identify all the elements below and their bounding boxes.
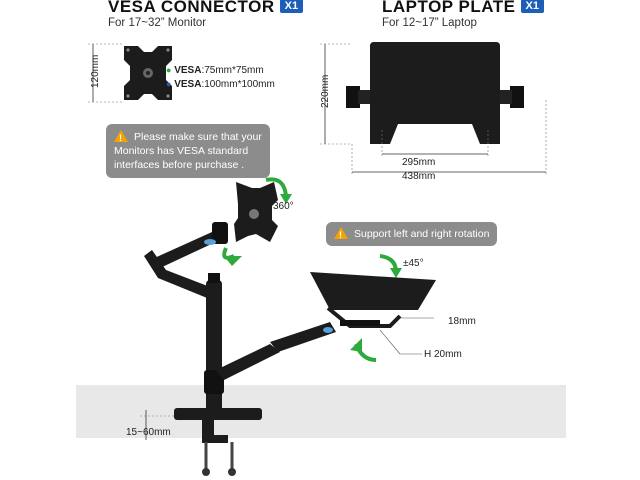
spec-dot-green-icon: ●: [166, 65, 172, 75]
vesa-notice-text: Please make sure that your Monitors has …: [114, 131, 262, 171]
vesa-plate-illustration: [88, 43, 172, 103]
warning-icon: [114, 130, 128, 145]
lip-length-dim: 18mm: [448, 316, 476, 327]
vesa-spec-75: ● VESA:75mm*75mm: [166, 65, 264, 76]
tilt-45-label: ±45°: [403, 258, 424, 269]
rotation-note-text: Support left and right rotation: [354, 228, 490, 240]
rotation-note-bubble: Support left and right rotation: [326, 222, 498, 246]
desk-surface: [76, 385, 566, 438]
warning-icon: [334, 227, 348, 242]
laptop-qty-badge: X1: [520, 0, 544, 13]
laptop-inner-width-dim: 295mm: [402, 157, 436, 168]
laptop-outer-width-dim: 438mm: [402, 171, 436, 182]
dual-arm-mount-illustration: [140, 177, 436, 476]
laptop-height-dim: 220mm: [320, 74, 331, 108]
vesa-qty-badge: X1: [279, 0, 304, 13]
vesa-spec-100: ● VESA:100mm*100mm: [166, 79, 275, 90]
vesa-subtitle: For 17~32” Monitor: [108, 17, 207, 29]
vesa-notice-bubble: Please make sure that your Monitors has …: [106, 124, 270, 178]
clamp-range-dim: 15~60mm: [126, 427, 171, 438]
spec-dot-blue-icon: ●: [166, 79, 172, 89]
vesa-height-dim: 120mm: [90, 54, 101, 88]
lip-height-dim: H 20mm: [424, 349, 462, 360]
laptop-subtitle: For 12~17” Laptop: [382, 17, 477, 29]
rotation-360-label: 360°: [273, 201, 294, 212]
laptop-plate-illustration: [320, 42, 547, 176]
